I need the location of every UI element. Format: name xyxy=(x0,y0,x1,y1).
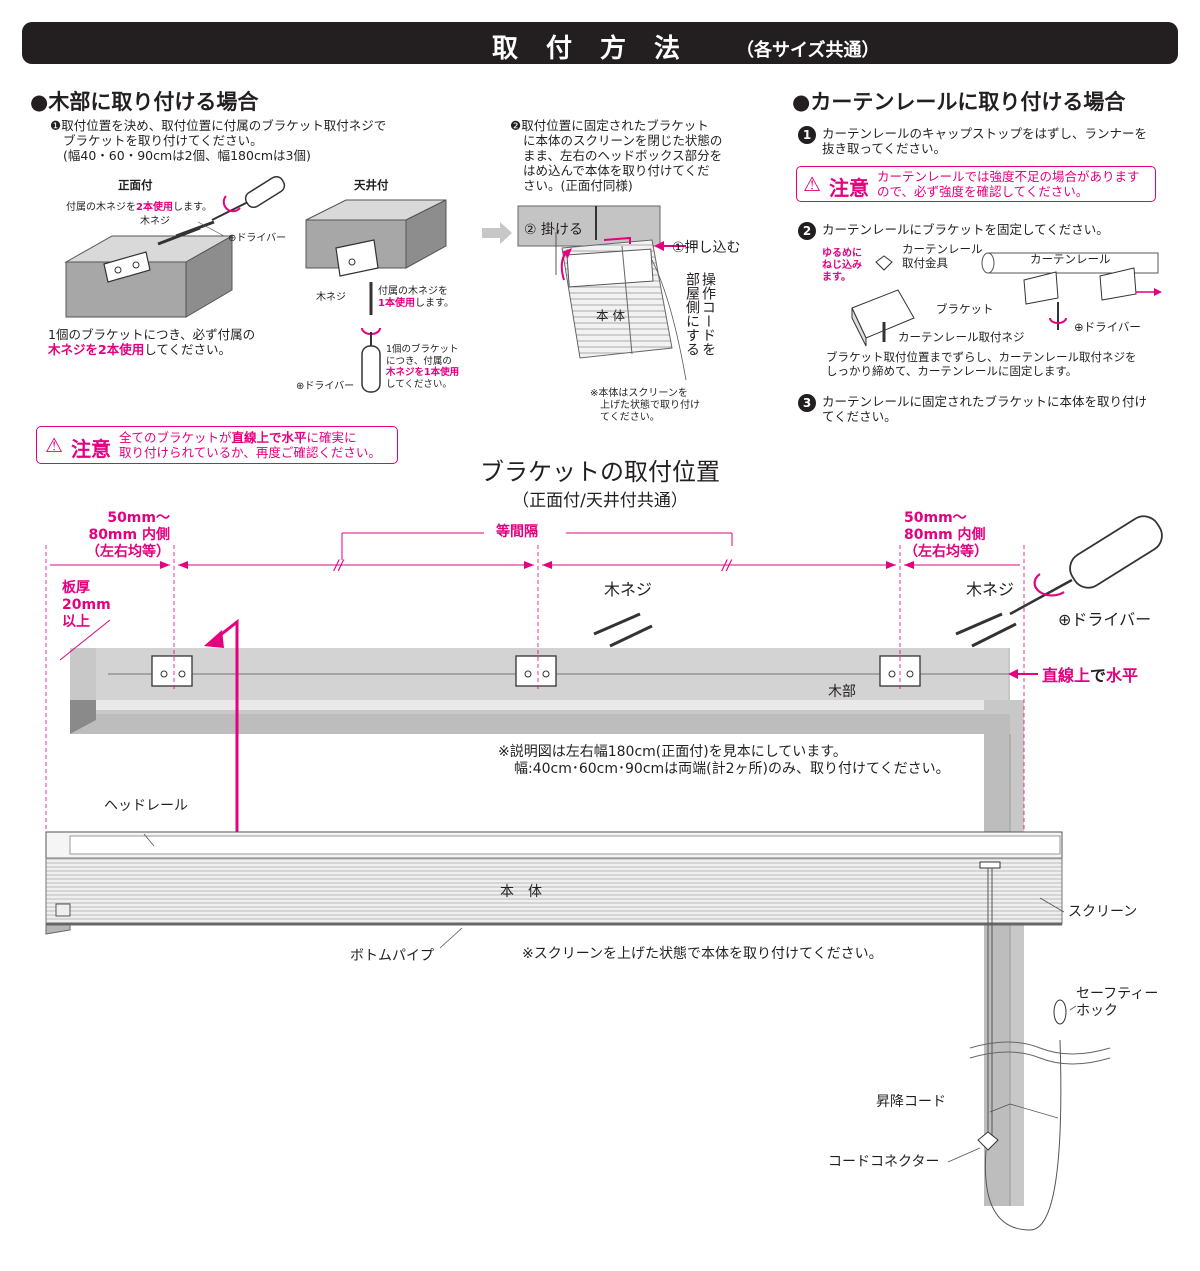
front-screw-label: 木ネジ xyxy=(140,216,170,227)
rail-driver-label: ⊕ドライバー xyxy=(1074,320,1141,334)
ceiling-sub-note: 1個のブラケット につき、付属の 木ネジを1本使用 してください。 xyxy=(386,344,460,390)
svg-text://: // xyxy=(333,558,344,575)
push-label: ①押し込む xyxy=(672,240,741,256)
position-diagram: // // xyxy=(45,515,1163,1231)
lift-cord-label: 昇降コード xyxy=(876,1094,946,1110)
front-screw-note: 付属の木ネジを2本使用します。 xyxy=(66,202,212,213)
cord-side-label-1: 部屋側にする xyxy=(684,272,700,356)
rail-step2: カーテンレールにブラケットを固定してください。 xyxy=(822,222,1109,237)
cord-connector-label: コードコネクター xyxy=(828,1154,940,1170)
ceiling-note: 付属の木ネジを 1本使用します。 xyxy=(378,286,454,309)
bracket-mid-icon xyxy=(515,655,557,687)
front-driver-label: ⊕ドライバー xyxy=(228,233,287,244)
title-bar xyxy=(22,22,1178,64)
screwdriver-icon xyxy=(211,175,286,221)
level-label: 直線上で水平 xyxy=(1042,666,1139,685)
position-title: ブラケットの取付位置 xyxy=(480,458,720,486)
rail-bracket-icon-2 xyxy=(1099,267,1137,301)
front-title: 正面付 xyxy=(118,178,153,192)
fitting-label: カーテンレール取付金具 xyxy=(902,242,983,270)
front-bracket-icon xyxy=(103,251,151,283)
ceiling-mount-illustration xyxy=(305,199,447,393)
main-driver-label: ⊕ドライバー xyxy=(1058,610,1152,629)
warning-icon: ⚠ xyxy=(45,433,63,457)
bottom-pipe-label: ボトムパイプ xyxy=(350,948,434,964)
raised-note: ※スクリーンを上げた状態で本体を取り付けてください。 xyxy=(522,946,883,962)
ceiling-title: 天井付 xyxy=(354,178,389,192)
front-note: 1個のブラケットにつき、必ず付属の 木ネジを2本使用してください。 xyxy=(48,327,256,357)
wood-step2: ❷取付位置に固定されたブラケット に本体のスクリーンを閉じた状態の まま、左右の… xyxy=(510,118,723,193)
ceiling-bracket-icon xyxy=(335,239,379,277)
screen-label: スクリーン xyxy=(1068,904,1138,920)
ceiling-screw-label: 木ネジ xyxy=(316,292,346,303)
rail-label: カーテンレール xyxy=(1030,252,1111,266)
rail-step3: カーテンレールに固定されたブラケットに本体を取り付けてください。 xyxy=(822,394,1148,424)
rail-step1-number: 1 xyxy=(798,126,816,144)
wood-heading: ●木部に取り付ける場合 xyxy=(30,90,259,114)
rail-step1: カーテンレールのキャップストップをはずし、ランナーを 抜き取ってください。 xyxy=(822,126,1148,156)
loose-label: ゆるめにねじ込みます。 xyxy=(822,248,862,283)
margin-left-label: 50mm～ 80mm 内側 （左右均等） xyxy=(86,510,170,560)
position-subtitle: （正面付/天井付共通） xyxy=(512,491,688,511)
margin-right-label: 50mm～ 80mm 内側 （左右均等） xyxy=(904,510,988,560)
rail-step3-number: 3 xyxy=(798,394,816,412)
hang-label: ② 掛ける xyxy=(524,222,584,238)
rail-bracket-icon-1 xyxy=(1023,271,1059,305)
svg-text://: // xyxy=(721,558,732,575)
wood-screw-icon xyxy=(157,220,215,246)
warning-icon-2: ⚠ xyxy=(803,172,821,196)
page-subtitle: （各サイズ共通） xyxy=(736,40,880,61)
rail-screw-label: カーテンレール取付ネジ xyxy=(898,330,1025,344)
wood-caution-box: ⚠ 注意 全てのブラケットが直線上で水平に確実に 取り付けられているか、再度ご確… xyxy=(36,426,398,464)
blind-body xyxy=(45,831,1063,935)
raised-note-small: ※本体はスクリーンを 上げた状態で取り付け てください。 xyxy=(590,388,700,423)
cord-side-label-2: 操作コードを xyxy=(700,272,716,356)
page-title: 取付方法 xyxy=(491,34,708,64)
fitting-icon xyxy=(875,255,893,271)
screwdriver-main-icon xyxy=(1009,515,1163,616)
bracket-label: ブラケット xyxy=(936,302,994,316)
bracket-left-icon xyxy=(151,655,193,687)
hang-body-label: 本 体 xyxy=(596,308,625,323)
wood-part-label: 木部 xyxy=(828,684,856,700)
wood-step1: ❶取付位置を決め、取付位置に付属のブラケット取付ネジで ブラケットを取り付けてく… xyxy=(50,118,387,163)
equal-interval-label: 等間隔 xyxy=(492,524,542,541)
rail-slide-note: ブラケット取付位置までずらし、カーテンレール取付ネジをしっかり締めて、カーテンレ… xyxy=(826,350,1137,378)
rail-illustration xyxy=(851,252,1162,347)
ceiling-driver-label: ⊕ドライバー xyxy=(296,381,355,392)
wood-screw-label-mid: 木ネジ xyxy=(604,580,653,599)
front-mount-illustration xyxy=(64,175,286,318)
rail-step2-number: 2 xyxy=(798,222,816,240)
wood-screw-label-right: 木ネジ xyxy=(966,580,1015,599)
rail-caution-box: ⚠ 注意 カーテンレールでは強度不足の場合があります ので、必ず強度を確認してく… xyxy=(796,166,1156,202)
blind-body-label: 本 体 xyxy=(500,884,542,900)
thickness-label: 板厚 20mm 以上 xyxy=(62,580,111,630)
head-rail-label: ヘッドレール xyxy=(104,798,188,814)
safety-hook-label: セーフティーホック xyxy=(1076,986,1159,1019)
hang-illustration xyxy=(482,205,687,381)
rail-heading: ●カーテンレールに取り付ける場合 xyxy=(792,90,1126,114)
example-note: ※説明図は左右幅180cm(正面付)を見本にしています。 幅:40cm･60cm… xyxy=(498,744,950,777)
